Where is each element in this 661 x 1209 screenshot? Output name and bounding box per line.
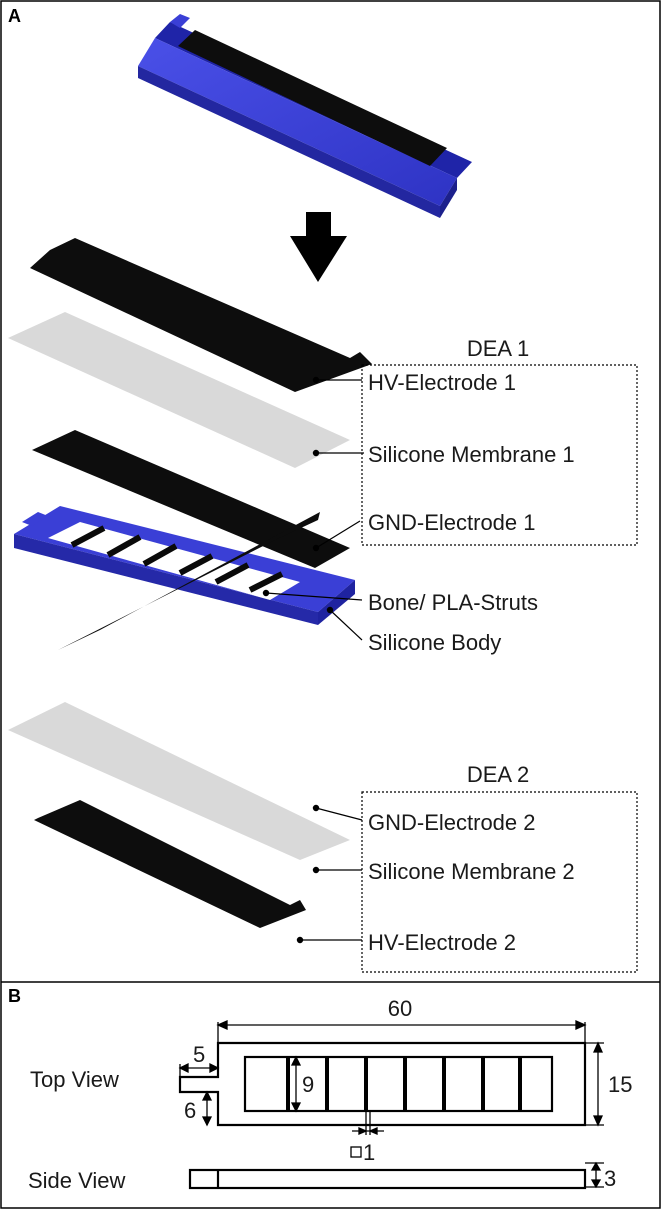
silicone-membrane-2-label: Silicone Membrane 2 xyxy=(368,859,575,884)
side-view-label: Side View xyxy=(28,1168,126,1193)
hv-electrode-1-label: HV-Electrode 1 xyxy=(368,370,516,395)
assembled-actuator xyxy=(138,14,472,218)
panel-a-letter: A xyxy=(8,6,21,26)
hv-electrode-2-layer xyxy=(34,800,306,928)
dea-2-title: DEA 2 xyxy=(467,762,529,787)
dim-thickness: 3 xyxy=(604,1166,616,1191)
dea-2-box xyxy=(361,791,638,973)
dim-tab-length: 5 xyxy=(193,1042,205,1067)
gnd-electrode-1-label: GND-Electrode 1 xyxy=(368,510,536,535)
dimension-lines xyxy=(178,1019,604,1189)
silicone-membrane-1-label: Silicone Membrane 1 xyxy=(368,442,575,467)
silicone-body-label: Silicone Body xyxy=(368,630,501,655)
hv-electrode-2-label: HV-Electrode 2 xyxy=(368,930,516,955)
silicone-body-layer xyxy=(14,506,355,625)
dea-1-box xyxy=(361,364,638,546)
side-view-drawing xyxy=(188,1168,587,1190)
silicone-membrane-1-layer xyxy=(8,312,350,468)
gnd-electrode-1-layer xyxy=(32,430,350,568)
top-view-drawing xyxy=(178,1041,587,1127)
bone-pla-struts-label: Bone/ PLA-Struts xyxy=(368,590,538,615)
assembly-arrow xyxy=(290,212,347,282)
dim-tab-offset: 6 xyxy=(184,1098,196,1123)
dim-width: 15 xyxy=(608,1072,632,1097)
dim-strut-width: 1 xyxy=(363,1140,375,1165)
panel-b-letter: B xyxy=(8,986,21,1006)
dea-1-title: DEA 1 xyxy=(467,336,529,361)
hv-electrode-1-layer xyxy=(30,238,372,392)
dim-window-height: 9 xyxy=(302,1072,314,1097)
gnd-electrode-2-label: GND-Electrode 2 xyxy=(368,810,536,835)
top-view-label: Top View xyxy=(30,1067,119,1092)
strut-width-marker xyxy=(350,1146,362,1158)
dim-length: 60 xyxy=(388,996,412,1021)
pla-struts xyxy=(70,525,284,593)
silicone-membrane-2-layer xyxy=(8,702,350,860)
leader-lines xyxy=(262,376,364,944)
